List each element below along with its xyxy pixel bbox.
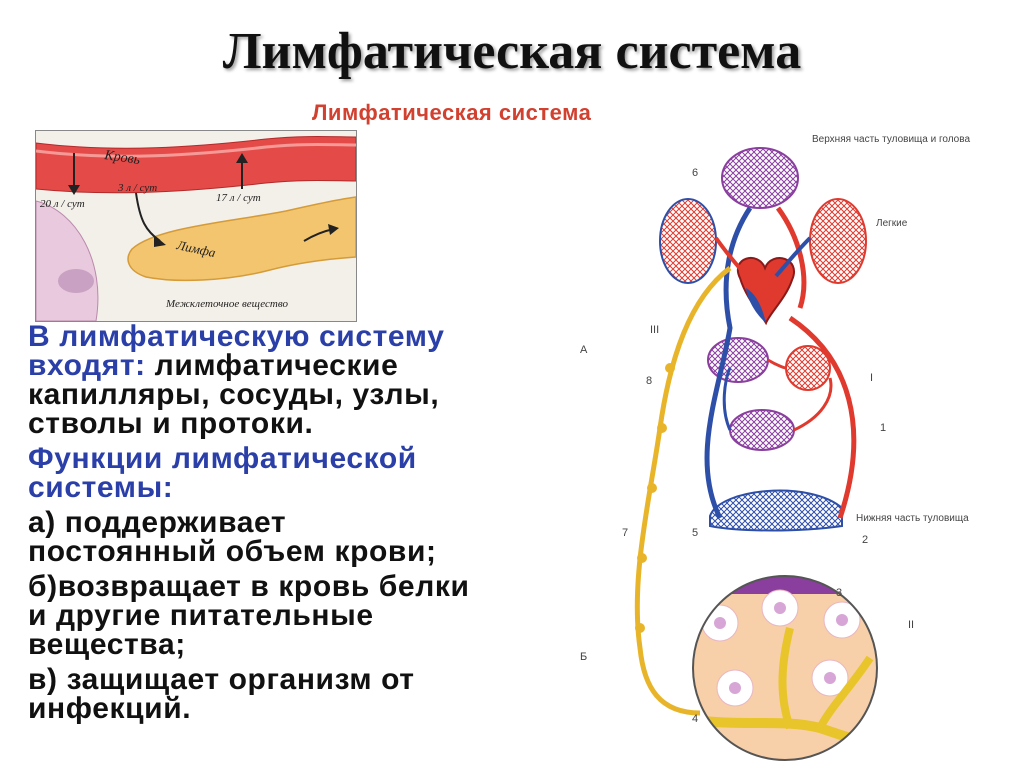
roman-1: I bbox=[870, 372, 873, 384]
number-7: 7 bbox=[622, 527, 628, 539]
circulation-diagram: Верхняя часть туловища и голова Легкие Н… bbox=[580, 128, 1024, 767]
interstitial-label: Межклеточное вещество bbox=[165, 298, 288, 310]
number-2: 2 bbox=[862, 534, 868, 546]
function-c-line-1: в) защищает организм от bbox=[28, 665, 588, 694]
number-8: 8 bbox=[646, 375, 652, 387]
function-a-line-1: а) поддерживает bbox=[28, 508, 588, 537]
slide-title: Лимфатическая система bbox=[0, 22, 1024, 81]
organ-capillaries-3 bbox=[730, 410, 794, 450]
text-line-1: В лимфатическую систему bbox=[28, 322, 588, 351]
function-c-line-2: инфекций. bbox=[28, 694, 588, 723]
right-lung-capillaries bbox=[810, 199, 866, 283]
functions-heading-2: системы: bbox=[28, 473, 588, 502]
functions-heading-1: Функции лимфатической bbox=[28, 444, 588, 473]
lymph-node bbox=[665, 363, 675, 373]
lower-body-capillaries bbox=[710, 491, 842, 531]
organ-capillaries-2 bbox=[786, 346, 830, 390]
function-a-line-2: постоянный объем крови; bbox=[28, 537, 588, 566]
lymph-node bbox=[647, 483, 657, 493]
label-lower-body: Нижняя часть туловища bbox=[856, 513, 969, 524]
function-b-line-3: вещества; bbox=[28, 630, 588, 659]
number-4: 4 bbox=[692, 713, 698, 725]
lymph-node bbox=[635, 623, 645, 633]
blood-lymph-inset: Кровь 20 л / сут 3 л / сут 17 л / сут Ли… bbox=[35, 130, 357, 322]
upper-body-capillaries bbox=[722, 148, 798, 208]
organ-capillaries-1 bbox=[708, 338, 768, 382]
text-line-4: стволы и протоки. bbox=[28, 409, 588, 438]
tissue-detail bbox=[680, 568, 900, 767]
roman-3: III bbox=[650, 324, 659, 336]
number-1: 1 bbox=[880, 422, 886, 434]
letter-b: Б bbox=[580, 651, 587, 663]
flow-20-label: 20 л / сут bbox=[40, 198, 85, 210]
letter-a: А bbox=[580, 344, 588, 356]
main-text: В лимфатическую систему входят: лимфатич… bbox=[28, 322, 588, 723]
cell-nucleus bbox=[58, 269, 94, 293]
number-3: 3 bbox=[836, 587, 842, 599]
function-b-line-1: б)возвращает в кровь белки bbox=[28, 572, 588, 601]
flow-17-label: 17 л / сут bbox=[216, 192, 261, 204]
lymph-node bbox=[637, 553, 647, 563]
roman-2: II bbox=[908, 619, 914, 631]
flow-3-label: 3 л / сут bbox=[117, 182, 157, 194]
lymph-node bbox=[657, 423, 667, 433]
number-5: 5 bbox=[692, 527, 698, 539]
label-upper-body: Верхняя часть туловища и голова bbox=[812, 134, 970, 145]
figure-title: Лимфатическая система bbox=[312, 100, 591, 126]
function-b-line-2: и другие питательные bbox=[28, 601, 588, 630]
number-6: 6 bbox=[692, 167, 698, 179]
left-lung-capillaries bbox=[660, 199, 716, 283]
label-lungs: Легкие bbox=[876, 218, 908, 229]
inset-illustration: Кровь 20 л / сут 3 л / сут 17 л / сут Ли… bbox=[36, 131, 356, 321]
text-line-3: капилляры, сосуды, узлы, bbox=[28, 380, 588, 409]
circulation-svg: Верхняя часть туловища и голова Легкие Н… bbox=[580, 128, 1024, 767]
